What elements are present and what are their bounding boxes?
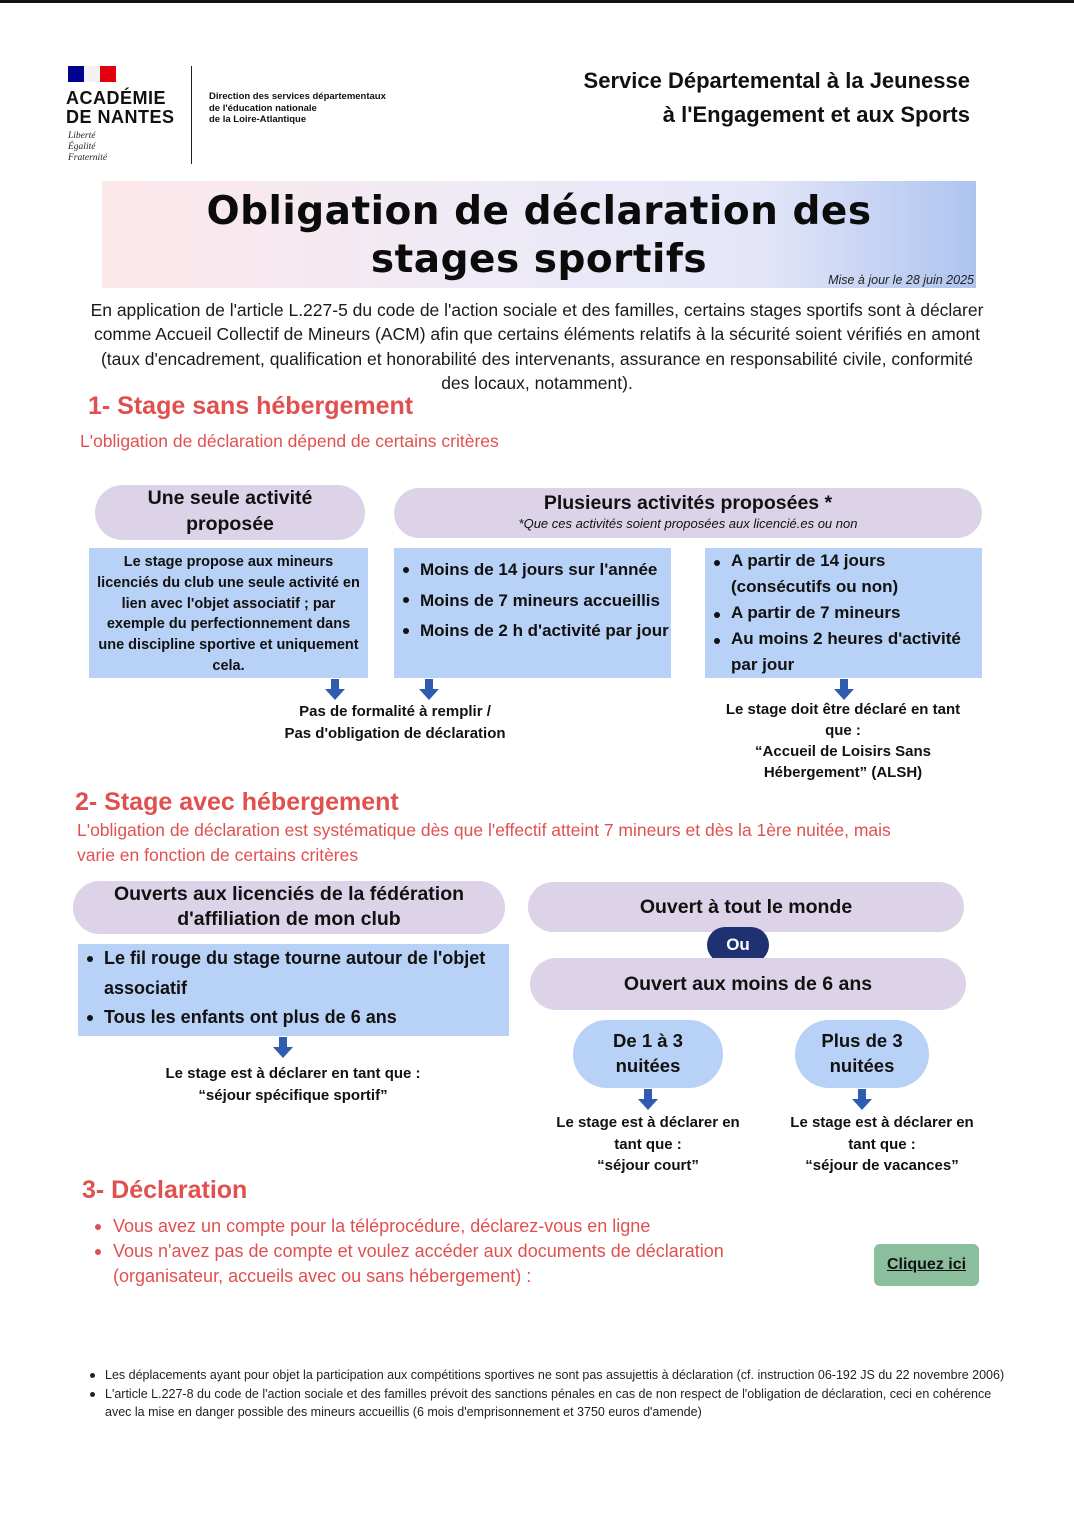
section2-heading: 2- Stage avec hébergement [75,788,399,816]
open-all-pill: Ouvert à tout le monde [528,882,964,932]
arrow-down-icon [419,679,439,700]
single-activity-box: Le stage propose aux mineurs licenciés d… [89,548,368,678]
below-threshold-item: Moins de 7 mineurs accueillis [394,586,671,617]
above-threshold-item: A partir de 14 jours (consécutifs ou non… [705,548,982,600]
declaration-item: Vous avez un compte pour la téléprocédur… [95,1214,775,1239]
section3-heading: 3- Déclaration [82,1176,248,1204]
update-date: Mise à jour le 28 juin 2025 [828,273,974,287]
above-threshold-item: Au moins 2 heures d'activité par jour [705,626,982,678]
arrow-down-icon [325,679,345,700]
title-banner [102,181,976,288]
section1-subtitle: L'obligation de déclaration dépend de ce… [80,431,499,451]
below-threshold-item: Moins de 2 h d'activité par jour [394,616,671,647]
below-threshold-item: Moins de 14 jours sur l'année [394,555,671,586]
declaration-item: Vous n'avez pas de compte et voulez accé… [95,1239,775,1289]
multiple-activities-note: *Que ces activités soient proposées aux … [518,516,858,531]
holiday-stay-result: Le stage est à déclarer en tant que : “s… [790,1114,974,1174]
single-activity-pill: Une seule activité proposée [95,485,365,540]
short-nights-bubble: De 1 à 3 nuitées [573,1020,723,1088]
alsh-result: Le stage doit être déclaré en tant que :… [725,701,961,781]
below-thresholds-box: Moins de 14 jours sur l'année Moins de 7… [394,548,671,678]
academy-name: ACADÉMIE DE NANTES [66,88,175,127]
multiple-activities-pill: Plusieurs activités proposées * *Que ces… [394,488,982,538]
arrow-down-icon [834,679,854,700]
open-under6-pill: Ouvert aux moins de 6 ans [530,958,966,1010]
service-name: Service Départemental à la Jeunesse à l'… [583,68,970,127]
licensed-criterion: Tous les enfants ont plus de 6 ans [78,1003,509,1033]
intro-paragraph: En application de l'article L.227-5 du c… [90,300,984,393]
direction-name: Direction des services départementaux de… [209,91,386,125]
specific-stay-result: Le stage est à déclarer en tant que : “s… [165,1065,421,1104]
long-nights-bubble: Plus de 3 nuitées [795,1020,929,1088]
french-flag-logo [68,66,116,82]
logo-divider [191,66,192,164]
single-activity-text: Le stage propose aux mineurs licenciés d… [97,554,360,674]
footnotes: Les déplacements ayant pour objet la par… [89,1366,1009,1422]
arrow-down-icon [852,1089,872,1110]
licensed-criteria-box: Le fil rouge du stage tourne autour de l… [78,944,509,1036]
republic-motto: Liberté Égalité Fraternité [68,131,108,163]
section2-subtitle: L'obligation de déclaration est systémat… [77,820,891,865]
click-here-button[interactable]: Cliquez ici [874,1244,979,1286]
declaration-list: Vous avez un compte pour la téléprocédur… [95,1214,775,1289]
no-declaration-result: Pas de formalité à remplir / Pas d'oblig… [284,703,506,742]
or-badge: Ou [707,927,769,963]
page-title: Obligation de déclaration des stages spo… [206,189,872,282]
footnote: L'article L.227-8 du code de l'action so… [89,1385,1009,1421]
licensed-pill: Ouverts aux licenciés de la fédération d… [73,881,505,934]
multiple-activities-label: Plusieurs activités proposées * [543,492,833,514]
arrow-down-icon [638,1089,658,1110]
licensed-criterion: Le fil rouge du stage tourne autour de l… [78,944,509,1003]
above-threshold-item: A partir de 7 mineurs [705,600,982,626]
arrow-down-icon [273,1037,293,1058]
above-thresholds-box: A partir de 14 jours (consécutifs ou non… [705,548,982,678]
short-stay-result: Le stage est à déclarer en tant que : “s… [556,1114,740,1174]
footnote: Les déplacements ayant pour objet la par… [89,1366,1009,1384]
top-border [0,0,1074,3]
section1-heading: 1- Stage sans hébergement [88,392,414,420]
